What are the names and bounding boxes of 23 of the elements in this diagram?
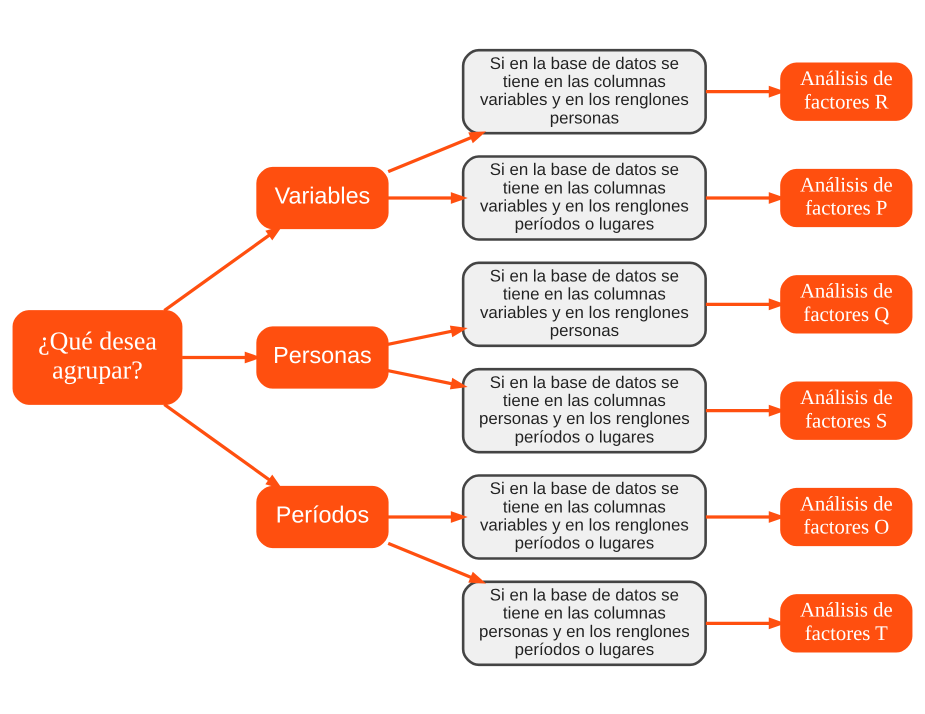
node-box: Variables (256, 166, 389, 229)
node-box: ¿Qué desea agrupar? (12, 310, 182, 404)
node-box: Si en la base de datos se tiene en las columnas variables y en los renglones períodos o lugares (462, 154, 707, 240)
node-box: Análisis de factores R (780, 62, 912, 120)
arrow (388, 325, 468, 346)
node-box: Análisis de factores Q (780, 274, 912, 334)
arrow (388, 130, 486, 173)
node-box: Períodos (256, 485, 389, 548)
node-box: Si en la base de datos se tiene en las columnas variables y en los renglones períodos o lugares (462, 474, 707, 560)
node-box: Si en la base de datos se tiene en las columnas personas y en los renglones períodos o lugares (462, 367, 707, 453)
arrow (388, 192, 468, 204)
arrow (388, 510, 468, 522)
node-box: Análisis de factores P (780, 168, 912, 227)
node-box: Análisis de factores O (780, 487, 912, 546)
arrow (388, 368, 468, 389)
node-box: Si en la base de datos se tiene en las columnas variables y en los renglones personas (462, 48, 707, 134)
node-box: Si en la base de datos se tiene en las columnas variables y en los renglones personas (462, 261, 707, 347)
node-box: Si en la base de datos se tiene en las columnas personas y en los renglones períodos o lugares (462, 580, 707, 666)
node-box: Análisis de factores S (780, 380, 912, 440)
node-box: Personas (256, 326, 389, 388)
node-box: Análisis de factores T (780, 594, 912, 652)
arrow (388, 541, 486, 584)
arrow (163, 402, 283, 489)
